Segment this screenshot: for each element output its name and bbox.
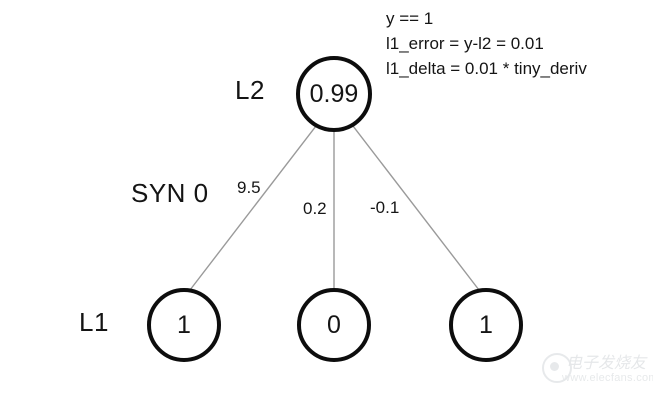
edge-l2-to-l1-node-0 <box>189 125 317 291</box>
l1-node-2-value: 1 <box>479 310 493 339</box>
layer-label-l1: L1 <box>79 307 109 337</box>
annotation-line-1: l1_error = y-l2 = 0.01 <box>386 34 544 53</box>
l1-node-1[interactable]: 0 <box>297 288 371 362</box>
weight-label-1: 0.2 <box>303 199 327 218</box>
weight-label-2: -0.1 <box>370 198 400 217</box>
l2-node[interactable]: 0.99 <box>296 56 372 132</box>
l1-node-1-value: 0 <box>327 310 341 339</box>
annotation-line-0: y == 1 <box>386 9 434 28</box>
l1-node-0[interactable]: 1 <box>147 288 221 362</box>
edge-l2-to-l1-node-2 <box>352 125 480 291</box>
l2-node-value: 0.99 <box>309 79 359 108</box>
synapse-label-syn0: SYN 0 <box>131 178 209 208</box>
l1-node-2[interactable]: 1 <box>449 288 523 362</box>
annotation-block: y == 1 l1_error = y-l2 = 0.01 l1_delta =… <box>386 6 587 81</box>
annotation-line-2: l1_delta = 0.01 * tiny_deriv <box>386 59 587 78</box>
l1-node-0-value: 1 <box>177 310 191 339</box>
layer-label-l2: L2 <box>235 75 265 105</box>
weight-label-0: 9.5 <box>237 178 261 197</box>
